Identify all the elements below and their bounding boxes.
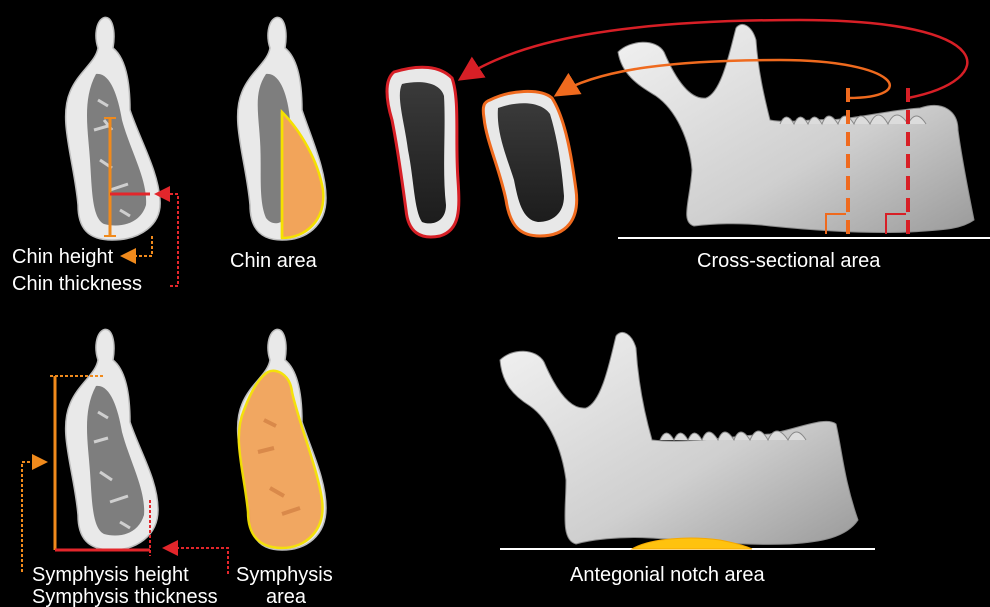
symphysis-section-diagram (22, 329, 228, 574)
chin-thickness-arrow (158, 194, 178, 286)
mandible-body (618, 24, 974, 232)
chin-height-label: Chin height (12, 246, 113, 269)
cross-section-orange (483, 91, 576, 236)
mandible-3d-render-2 (500, 332, 875, 549)
chin-area-label: Chin area (230, 250, 317, 273)
symphysis-area-label-line1: Symphysis (236, 564, 333, 587)
symphysis-height-arrow (22, 462, 44, 572)
cross-sectional-area-label: Cross-sectional area (697, 250, 880, 273)
chin-thickness-label: Chin thickness (12, 273, 142, 296)
arrow-to-red-section (462, 20, 967, 98)
symphysis-area-label-line2: area (266, 586, 306, 607)
symphysis-area-diagram (238, 329, 326, 550)
symphysis-area-fill (239, 371, 323, 548)
chin-area-diagram (238, 17, 326, 240)
symphysis-height-label: Symphysis height (32, 564, 189, 587)
antegonial-notch-area-label: Antegonial notch area (570, 564, 765, 587)
cross-section-red (387, 67, 459, 237)
symphysis-thickness-label: Symphysis thickness (32, 586, 218, 607)
